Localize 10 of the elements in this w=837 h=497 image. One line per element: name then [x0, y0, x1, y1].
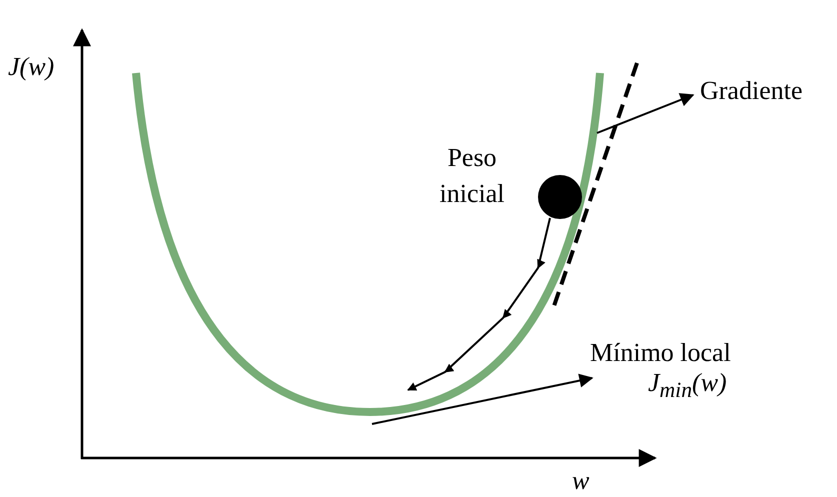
annotation-label: Gradiente	[700, 76, 803, 106]
descent-path-arrow	[407, 218, 551, 391]
leader-arrow	[372, 374, 594, 425]
formula-label: J$_{min}$(w)	[647, 368, 727, 404]
axis-label: J(w)	[8, 52, 54, 82]
leader-arrow	[596, 93, 694, 134]
axis-label: w	[572, 466, 590, 496]
annotation-label: Mínimo local	[590, 338, 731, 368]
tangent-line	[552, 62, 639, 307]
annotation-label: Peso inicial	[438, 142, 506, 210]
